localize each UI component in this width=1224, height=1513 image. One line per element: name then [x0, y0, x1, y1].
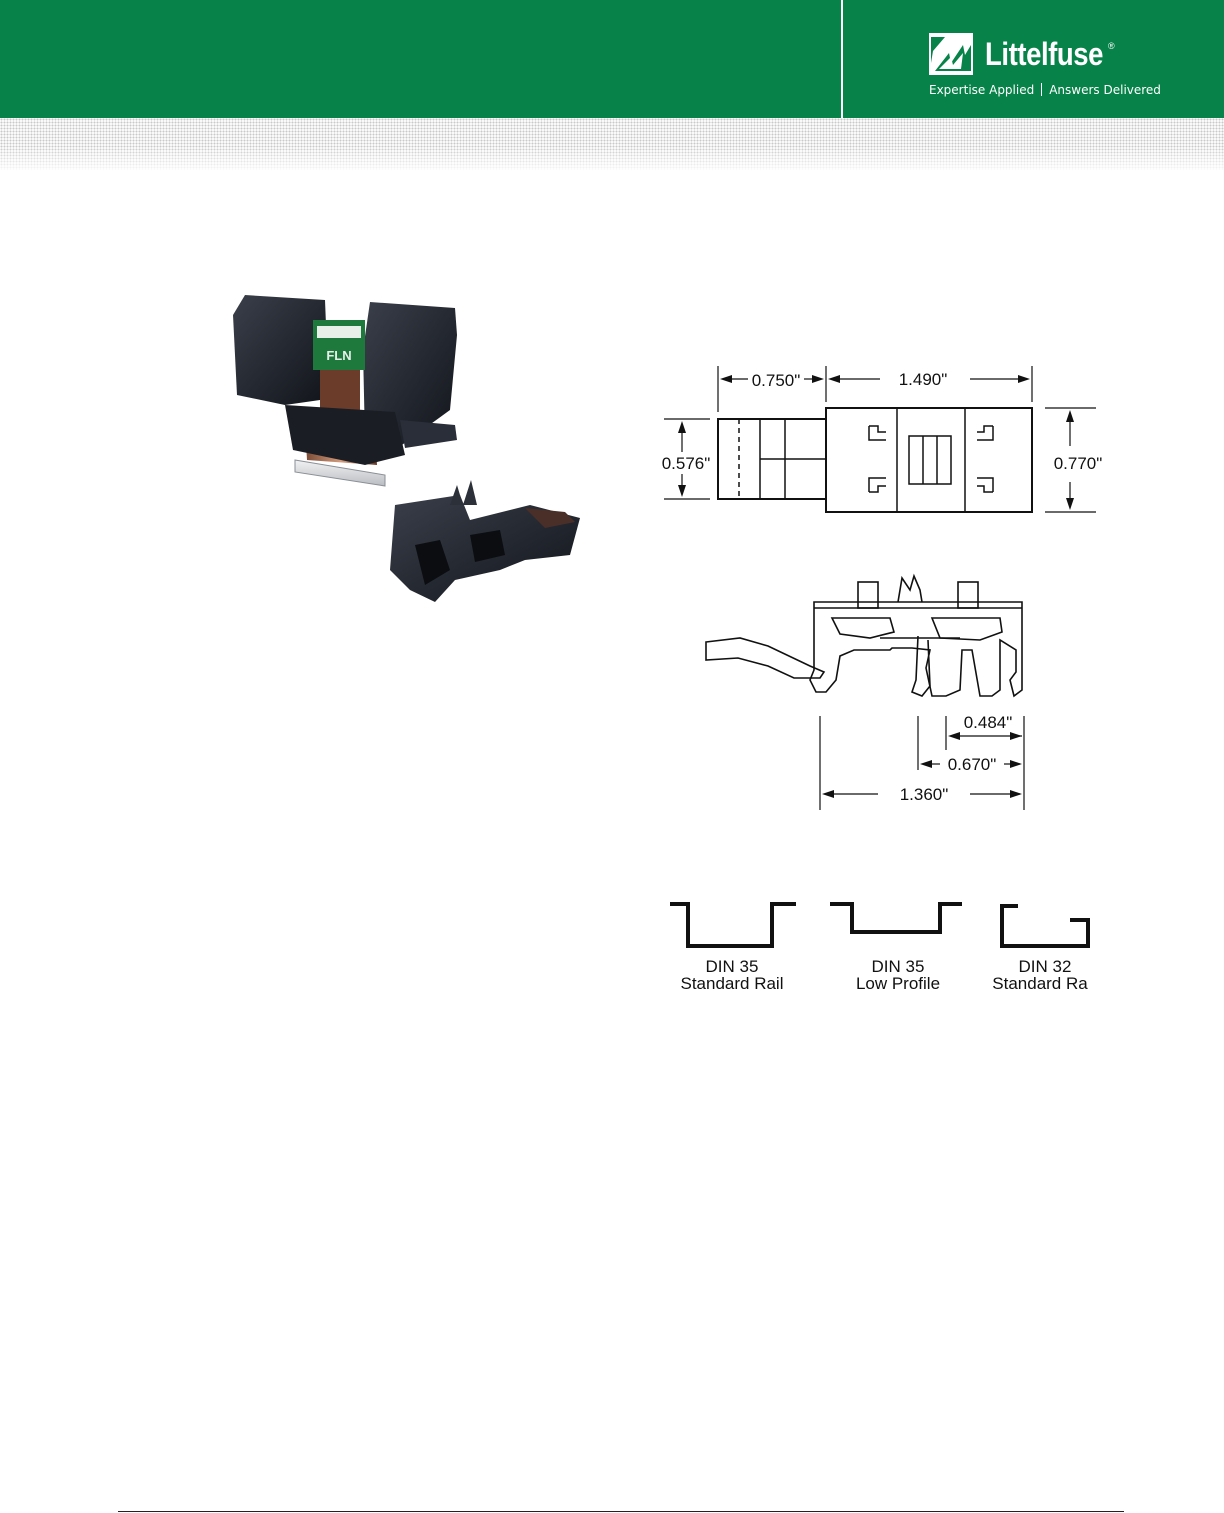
din-rail-base [390, 480, 580, 602]
dotted-pattern-fade [0, 118, 1224, 170]
rail-profiles [670, 904, 1088, 946]
side-view-drawing [706, 576, 1022, 696]
littelfuse-logo-icon [929, 33, 973, 75]
dimension-drawings: 0.750" 1.490" 0.576" 0.770" 0.484" 0.670… [640, 350, 1120, 1010]
rail-din35-standard [670, 904, 796, 946]
rail-2-line2: Low Profile [856, 974, 940, 993]
fuse-label: FLN [326, 348, 351, 363]
dim-side-a: 0.484" [964, 713, 1013, 732]
tagline-left: Expertise Applied [929, 83, 1034, 97]
fuse-holder-assembly: FLN [233, 295, 457, 486]
rail-3-line2: Standard Ra [992, 974, 1088, 993]
dim-height-left: 0.576" [662, 454, 711, 473]
top-view-drawing [718, 408, 1032, 512]
header-divider [841, 0, 843, 118]
rail-din32-standard [1002, 906, 1088, 946]
product-photo: FLN [225, 290, 595, 620]
dim-height-main: 0.770" [1054, 454, 1103, 473]
brand-name: Littelfuse [985, 36, 1103, 73]
dim-side-b: 0.670" [948, 755, 997, 774]
rail-din35-low-profile [830, 904, 962, 932]
tagline-right: Answers Delivered [1049, 83, 1161, 97]
dim-side-c: 1.360" [900, 785, 949, 804]
tagline-separator [1041, 83, 1042, 96]
footer-rule [118, 1511, 1124, 1512]
dim-width-main: 1.490" [899, 370, 948, 389]
page-header: Littelfuse ® Expertise Applied Answers De… [0, 0, 1224, 118]
dim-width-left: 0.750" [752, 371, 801, 390]
rail-1-line2: Standard Rail [680, 974, 783, 993]
registered-mark: ® [1108, 41, 1115, 51]
brand-tagline: Expertise Applied Answers Delivered [929, 83, 1161, 97]
